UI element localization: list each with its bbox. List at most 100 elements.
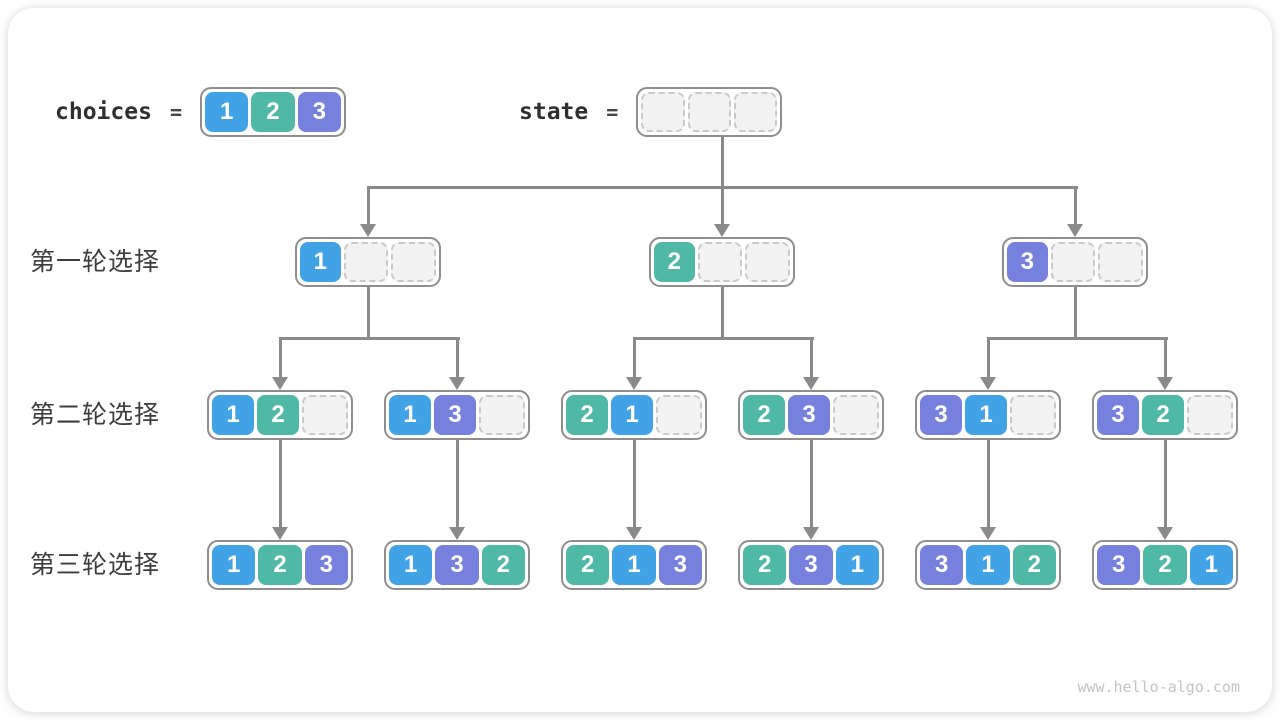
- cell-1: 1: [389, 545, 433, 585]
- arrow-head-icon: [980, 527, 996, 540]
- arrow-head-icon: [449, 377, 465, 390]
- state-header: state =: [519, 87, 783, 137]
- connector-stem: [720, 136, 724, 188]
- cell-empty: [656, 395, 702, 435]
- cell-3: 3: [1097, 545, 1141, 585]
- array-node: [636, 87, 783, 137]
- arrow-shaft: [632, 440, 636, 530]
- arrow-shaft: [1073, 186, 1077, 227]
- arrow-head-icon: [272, 377, 288, 390]
- cell-empty: [745, 242, 791, 282]
- cell-empty: [733, 92, 778, 132]
- cell-3: 3: [789, 545, 833, 585]
- arrow-shaft: [278, 440, 282, 530]
- cell-empty: [1010, 395, 1056, 435]
- cell-empty: [1098, 242, 1144, 282]
- choices-equals-sign: =: [169, 100, 182, 124]
- arrow-head-icon: [1157, 377, 1173, 390]
- arrow-shaft: [455, 440, 459, 530]
- cell-2: 2: [654, 242, 695, 282]
- cell-2: 2: [566, 395, 608, 435]
- arrow-head-icon: [449, 527, 465, 540]
- connector-bar: [634, 337, 814, 340]
- connector-stem: [720, 287, 724, 339]
- arrow-head-icon: [714, 224, 730, 237]
- cell-3: 3: [788, 395, 830, 435]
- arrow-head-icon: [803, 377, 819, 390]
- arrow-head-icon: [272, 527, 288, 540]
- cell-1: 1: [204, 92, 249, 132]
- array-node: 2: [649, 237, 795, 287]
- cell-2: 2: [1012, 545, 1056, 585]
- cell-3: 3: [297, 92, 341, 132]
- cell-empty: [302, 395, 348, 435]
- row-label-2: 第二轮选择: [30, 401, 161, 429]
- cell-3: 3: [920, 395, 962, 435]
- cell-2: 2: [1143, 545, 1187, 585]
- arrow-head-icon: [360, 224, 376, 237]
- cell-empty: [1050, 242, 1096, 282]
- row-label-1: 第一轮选择: [30, 248, 161, 276]
- cell-3: 3: [1097, 395, 1139, 435]
- cell-empty: [343, 242, 389, 282]
- cell-2: 2: [743, 395, 785, 435]
- cell-2: 2: [743, 545, 787, 585]
- cell-empty: [833, 395, 879, 435]
- cell-1: 1: [212, 395, 254, 435]
- arrow-shaft: [1163, 440, 1167, 530]
- array-node: 3: [1002, 237, 1148, 287]
- cell-empty: [697, 242, 743, 282]
- cell-2: 2: [566, 545, 610, 585]
- cell-1: 1: [1189, 545, 1233, 585]
- cell-1: 1: [835, 545, 879, 585]
- cell-1: 1: [611, 395, 653, 435]
- cell-empty: [479, 395, 525, 435]
- arrow-shaft: [632, 337, 636, 380]
- cell-3: 3: [1007, 242, 1048, 282]
- arrow-head-icon: [803, 527, 819, 540]
- cell-1: 1: [300, 242, 341, 282]
- arrow-head-icon: [1157, 527, 1173, 540]
- row-label-3: 第三轮选择: [30, 551, 161, 579]
- connector-stem: [366, 287, 370, 339]
- state-array-box: [636, 87, 783, 137]
- cell-3: 3: [304, 545, 348, 585]
- array-node: 1: [295, 237, 441, 287]
- cell-2: 2: [481, 545, 525, 585]
- cell-3: 3: [658, 545, 702, 585]
- cell-3: 3: [920, 545, 964, 585]
- cell-1: 1: [965, 395, 1007, 435]
- arrow-shaft: [986, 440, 990, 530]
- cell-empty: [687, 92, 731, 132]
- cell-1: 1: [966, 545, 1010, 585]
- cell-1: 1: [389, 395, 431, 435]
- arrow-shaft: [366, 186, 370, 227]
- connector-stem: [1073, 287, 1077, 339]
- cell-2: 2: [257, 395, 299, 435]
- connector-bar: [988, 337, 1168, 340]
- cell-2: 2: [251, 92, 295, 132]
- arrow-shaft: [809, 440, 813, 530]
- cell-empty: [1187, 395, 1233, 435]
- arrow-shaft: [1163, 337, 1167, 380]
- cell-1: 1: [212, 545, 256, 585]
- arrow-shaft: [720, 186, 724, 227]
- cell-2: 2: [1142, 395, 1184, 435]
- cell-empty: [391, 242, 437, 282]
- arrow-head-icon: [626, 527, 642, 540]
- watermark-text: www.hello-algo.com: [1077, 678, 1240, 696]
- arrow-shaft: [455, 337, 459, 380]
- arrow-head-icon: [980, 377, 996, 390]
